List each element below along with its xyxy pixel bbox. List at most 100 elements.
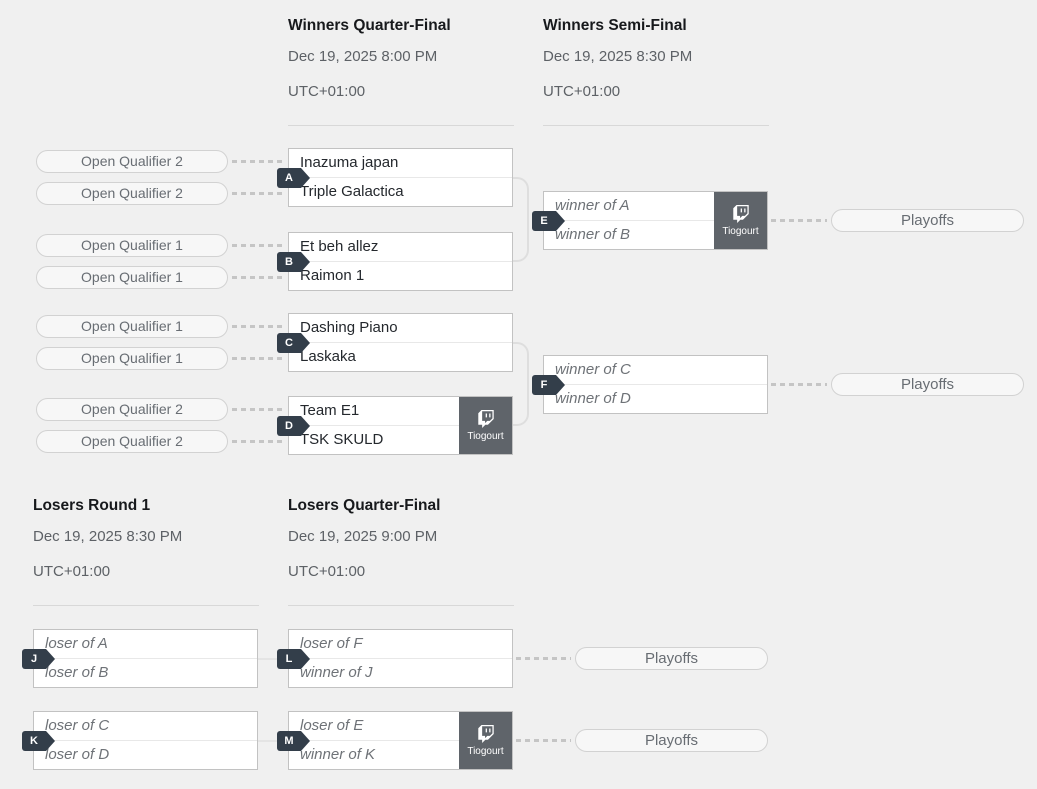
bracket-connector-cd-f bbox=[512, 342, 529, 426]
round-header-winners-quarter-final: Winners Quarter-Final Dec 19, 2025 8:00 … bbox=[288, 17, 514, 129]
participant-row: loser of A bbox=[34, 630, 257, 658]
seed-pill-a1[interactable]: Open Qualifier 2 bbox=[36, 150, 228, 173]
match-f[interactable]: winner of C winner of D F bbox=[532, 355, 768, 414]
round-divider bbox=[543, 125, 769, 126]
round-date: Dec 19, 2025 8:30 PM bbox=[33, 528, 183, 545]
twitch-icon bbox=[732, 204, 749, 223]
participant-placeholder: winner of J bbox=[300, 664, 373, 681]
seed-pill-c1[interactable]: Open Qualifier 1 bbox=[36, 315, 228, 338]
playoffs-pill-m[interactable]: Playoffs bbox=[575, 729, 768, 752]
stream-badge[interactable]: Tiogourt bbox=[459, 397, 512, 454]
match-k[interactable]: loser of C loser of D K bbox=[22, 711, 258, 770]
participant-placeholder: winner of C bbox=[555, 361, 631, 378]
participant-placeholder: loser of C bbox=[45, 717, 110, 734]
match-letter: B bbox=[285, 255, 293, 268]
participant-row: Inazuma japan bbox=[289, 149, 512, 177]
match-label-badge: B bbox=[277, 251, 310, 272]
seed-pill-b2[interactable]: Open Qualifier 1 bbox=[36, 266, 228, 289]
participant-placeholder: loser of B bbox=[45, 664, 109, 681]
stream-name: Tiogourt bbox=[722, 225, 759, 237]
seed-connector bbox=[232, 192, 286, 195]
match-letter: K bbox=[30, 734, 38, 747]
participant-row: loser of E bbox=[289, 712, 512, 740]
match-a[interactable]: Inazuma japan Triple Galactica A bbox=[277, 148, 513, 207]
round-divider bbox=[33, 605, 259, 606]
round-divider bbox=[288, 125, 514, 126]
round-timezone: UTC+01:00 bbox=[288, 83, 366, 100]
participant-row: winner of J bbox=[289, 658, 512, 687]
match-l[interactable]: loser of F winner of J L bbox=[277, 629, 513, 688]
round-timezone: UTC+01:00 bbox=[33, 563, 111, 580]
match-label-badge: D bbox=[277, 415, 310, 436]
round-title: Winners Quarter-Final bbox=[288, 17, 451, 34]
match-c[interactable]: Dashing Piano Laskaka C bbox=[277, 313, 513, 372]
participant-placeholder: winner of A bbox=[555, 197, 630, 214]
participant-name: Inazuma japan bbox=[300, 154, 399, 171]
playoffs-pill-l[interactable]: Playoffs bbox=[575, 647, 768, 670]
match-letter: M bbox=[284, 734, 294, 747]
bracket-connector-j-l bbox=[257, 658, 289, 660]
seed-connector bbox=[232, 276, 286, 279]
participant-row: winner of C bbox=[544, 356, 767, 384]
match-label-badge: C bbox=[277, 332, 310, 353]
round-date: Dec 19, 2025 9:00 PM bbox=[288, 528, 438, 545]
participant-name: TSK SKULD bbox=[300, 431, 384, 448]
seed-pill-c2[interactable]: Open Qualifier 1 bbox=[36, 347, 228, 370]
match-m[interactable]: loser of E winner of K M Tiogourt bbox=[277, 711, 513, 770]
participant-row: Dashing Piano bbox=[289, 314, 512, 342]
match-j[interactable]: loser of A loser of B J bbox=[22, 629, 258, 688]
participant-row: winner of D bbox=[544, 384, 767, 413]
match-letter: L bbox=[285, 652, 293, 665]
playoffs-connector bbox=[516, 657, 571, 660]
round-header-losers-quarter-final: Losers Quarter-Final Dec 19, 2025 9:00 P… bbox=[288, 497, 514, 609]
seed-pill-d2[interactable]: Open Qualifier 2 bbox=[36, 430, 228, 453]
playoffs-pill-e[interactable]: Playoffs bbox=[831, 209, 1024, 232]
participant-name: Dashing Piano bbox=[300, 319, 398, 336]
participant-row: loser of D bbox=[34, 740, 257, 769]
participant-row: loser of C bbox=[34, 712, 257, 740]
match-letter: F bbox=[540, 378, 548, 391]
match-d[interactable]: Team E1 TSK SKULD D Tiogourt bbox=[277, 396, 513, 455]
match-label-badge: A bbox=[277, 167, 310, 188]
match-label-badge: E bbox=[532, 210, 565, 231]
participant-name: Raimon 1 bbox=[300, 267, 365, 284]
match-letter: D bbox=[285, 419, 293, 432]
seed-pill-a2[interactable]: Open Qualifier 2 bbox=[36, 182, 228, 205]
participant-row: TSK SKULD bbox=[289, 425, 512, 454]
round-title: Losers Quarter-Final bbox=[288, 497, 441, 514]
round-header-losers-round-1: Losers Round 1 Dec 19, 2025 8:30 PM UTC+… bbox=[33, 497, 259, 609]
playoffs-pill-f[interactable]: Playoffs bbox=[831, 373, 1024, 396]
seed-connector bbox=[232, 357, 286, 360]
bracket-connector-ab-e bbox=[512, 177, 529, 262]
playoffs-connector bbox=[771, 383, 827, 386]
stream-badge[interactable]: Tiogourt bbox=[714, 192, 767, 249]
round-date: Dec 19, 2025 8:30 PM bbox=[543, 48, 693, 65]
participant-placeholder: loser of E bbox=[300, 717, 364, 734]
participant-row: Team E1 bbox=[289, 397, 512, 425]
participant-row: loser of F bbox=[289, 630, 512, 658]
seed-pill-b1[interactable]: Open Qualifier 1 bbox=[36, 234, 228, 257]
round-title: Losers Round 1 bbox=[33, 497, 151, 514]
participant-name: Triple Galactica bbox=[300, 183, 404, 200]
match-letter: C bbox=[285, 336, 293, 349]
match-e[interactable]: winner of A winner of B E Tiogourt bbox=[532, 191, 768, 250]
match-label-badge: F bbox=[532, 374, 565, 395]
seed-connector bbox=[232, 244, 286, 247]
match-label-badge: K bbox=[22, 730, 55, 751]
participant-name: Team E1 bbox=[300, 402, 360, 419]
stream-badge[interactable]: Tiogourt bbox=[459, 712, 512, 769]
participant-row: Laskaka bbox=[289, 342, 512, 371]
round-date: Dec 19, 2025 8:00 PM bbox=[288, 48, 438, 65]
match-letter: E bbox=[540, 214, 548, 227]
seed-connector bbox=[232, 408, 286, 411]
participant-name: Laskaka bbox=[300, 348, 356, 365]
participant-row: Triple Galactica bbox=[289, 177, 512, 206]
round-divider bbox=[288, 605, 514, 606]
seed-pill-d1[interactable]: Open Qualifier 2 bbox=[36, 398, 228, 421]
playoffs-connector bbox=[771, 219, 827, 222]
twitch-icon bbox=[477, 409, 494, 428]
match-label-badge: J bbox=[22, 648, 55, 669]
match-b[interactable]: Et beh allez Raimon 1 B bbox=[277, 232, 513, 291]
match-letter: J bbox=[30, 652, 38, 665]
